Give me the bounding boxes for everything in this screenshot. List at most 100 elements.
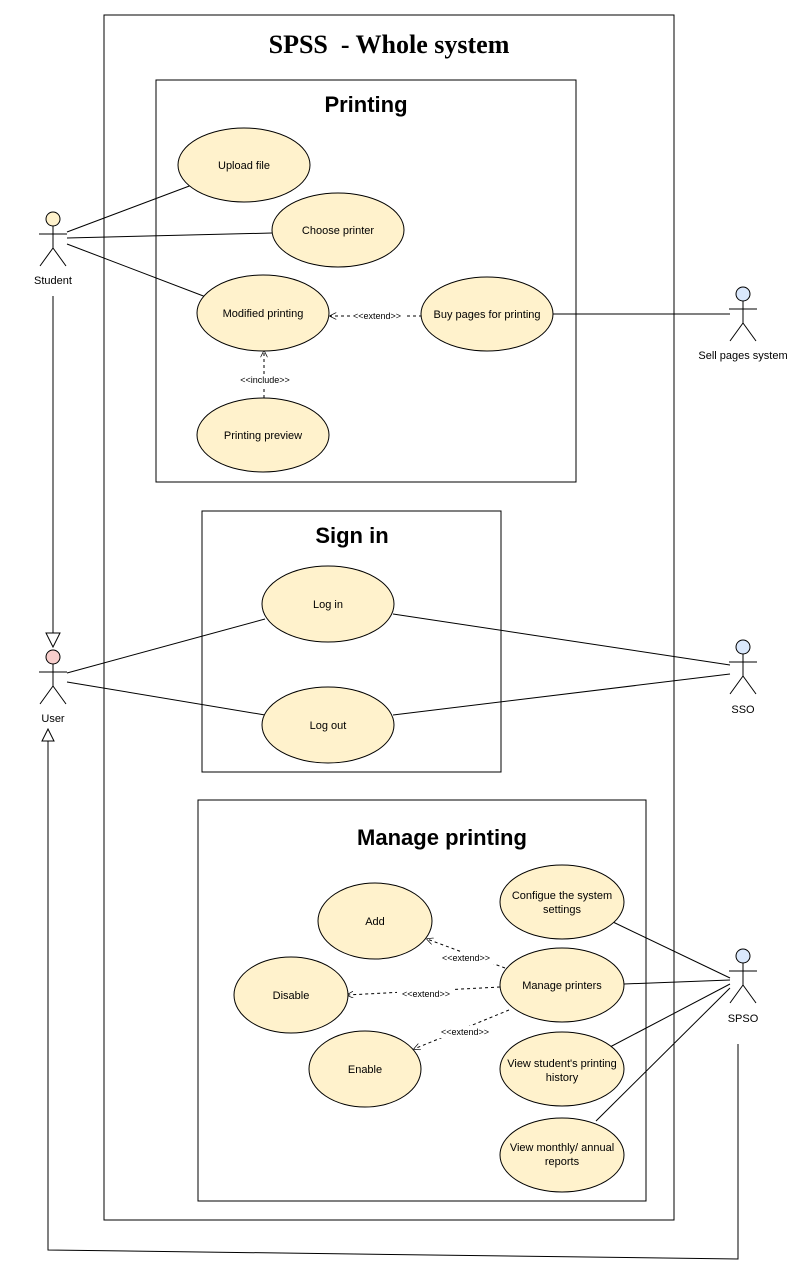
associations [41, 184, 739, 1260]
actor-student[interactable]: Student [34, 211, 72, 287]
extend-label-add: <<extend>> [442, 953, 490, 963]
include-label-bg [236, 374, 294, 386]
usecase-log-out-shape [261, 686, 395, 764]
include-label: <<include>> [240, 375, 290, 385]
usecase-printing-preview-shape [196, 397, 330, 473]
actor-user-leg-left [39, 685, 54, 705]
actor-spso-head [735, 948, 751, 964]
extend-manage-enable [414, 1009, 510, 1049]
usecase-upload-file[interactable]: Upload file [177, 127, 311, 203]
actor-sell-pages-system-label: Sell pages system [698, 350, 787, 362]
package-signin [201, 510, 502, 773]
assoc-student-modified [66, 243, 207, 298]
actor-sso-leg-right [742, 675, 757, 695]
package-manage-title: Manage printing [357, 825, 527, 850]
actor-user[interactable]: User [39, 649, 67, 725]
usecase-disable[interactable]: Disable [233, 956, 349, 1034]
gen-spso-user-arrowhead [41, 727, 55, 742]
usecase-manage-printers-label: Manage printers [522, 980, 602, 992]
package-signin-title: Sign in [315, 523, 388, 548]
package-printing-title: Printing [324, 92, 407, 117]
usecase-modified-printing-label: Modified printing [223, 308, 304, 320]
usecase-log-in-shape [261, 565, 395, 643]
usecase-configure-settings-shape [499, 864, 625, 940]
extend-label-buy: <<extend>> [353, 311, 401, 321]
assoc-reports-spso [595, 987, 731, 1122]
usecase-choose-printer-shape [271, 192, 405, 268]
assoc-user-logout [66, 681, 266, 716]
usecase-upload-file-label: Upload file [218, 160, 270, 172]
usecase-manage-printers-shape [499, 947, 625, 1023]
assoc-login-sso [392, 613, 731, 666]
usecase-printing-preview-label: Printing preview [224, 430, 302, 442]
actor-user-label: User [41, 713, 65, 725]
extend-add-label-bg [438, 952, 494, 964]
usecase-view-history-shape [499, 1031, 625, 1107]
extend-enable-label-bg [436, 1026, 494, 1038]
actor-sso[interactable]: SSO [729, 639, 757, 716]
actor-user-head [45, 649, 61, 665]
extend-label-bg [352, 310, 404, 322]
gen-spso-user [47, 741, 739, 1260]
actor-student-head [45, 211, 61, 227]
assoc-config-spso [612, 921, 731, 979]
usecase-choose-printer-label: Choose printer [302, 225, 374, 237]
usecase-log-out-label: Log out [310, 720, 347, 732]
assoc-manage-spso [623, 979, 731, 985]
extend-disable-label-bg [397, 988, 455, 1000]
assoc-history-spso [609, 983, 731, 1048]
assoc-student-upload [66, 184, 193, 233]
actor-sell-pages-system-leg-left [729, 322, 744, 342]
assoc-student-choose [66, 232, 273, 239]
actor-student-leg-left [39, 247, 54, 267]
actor-spso-leg-left [729, 984, 744, 1004]
extend-label-disable: <<extend>> [402, 989, 450, 999]
usecase-log-in[interactable]: Log in [261, 565, 395, 643]
actor-spso-leg-right [742, 984, 757, 1004]
actor-sell-pages-system-head [735, 286, 751, 302]
assoc-user-login [66, 618, 266, 674]
actor-user-leg-right [52, 685, 67, 705]
usecase-buy-pages-label: Buy pages for printing [433, 309, 540, 321]
actor-student-label: Student [34, 275, 72, 287]
actor-sso-label: SSO [731, 704, 755, 716]
usecase-modified-printing[interactable]: Modified printing [196, 274, 330, 352]
usecase-manage-printers[interactable]: Manage printers [499, 947, 625, 1023]
actor-student-leg-right [52, 247, 67, 267]
usecase-printing-preview[interactable]: Printing preview [196, 397, 330, 473]
actor-sso-leg-left [729, 675, 744, 695]
usecase-enable-shape [308, 1030, 422, 1108]
use-cases: Upload file Choose printer Modified prin… [177, 127, 625, 1193]
dependency-relations: <<extend>> <<include>> <<extend>> <<exte… [236, 310, 510, 1049]
actor-spso[interactable]: SPSO [728, 948, 759, 1025]
actor-sell-pages-system[interactable]: Sell pages system [698, 286, 788, 362]
actor-sso-head [735, 639, 751, 655]
usecase-choose-printer[interactable]: Choose printer [271, 192, 405, 268]
usecase-enable-label: Enable [348, 1064, 382, 1076]
usecase-modified-printing-shape [196, 274, 330, 352]
usecase-disable-label: Disable [273, 990, 310, 1002]
usecase-log-in-label: Log in [313, 599, 343, 611]
usecase-view-reports-shape [499, 1117, 625, 1193]
actor-sell-pages-system-leg-right [742, 322, 757, 342]
assoc-logout-sso [392, 673, 731, 716]
usecase-upload-file-shape [177, 127, 311, 203]
system-title: SPSS - Whole system [269, 30, 510, 59]
usecase-add[interactable]: Add [317, 882, 433, 960]
extend-manage-disable [347, 986, 501, 995]
usecase-buy-pages-shape [420, 276, 554, 352]
gen-student-user-arrowhead [45, 632, 61, 649]
usecase-buy-pages[interactable]: Buy pages for printing [420, 276, 554, 352]
usecase-log-out[interactable]: Log out [261, 686, 395, 764]
usecase-add-label: Add [365, 916, 385, 928]
extend-label-enable: <<extend>> [441, 1027, 489, 1037]
usecase-enable[interactable]: Enable [308, 1030, 422, 1108]
